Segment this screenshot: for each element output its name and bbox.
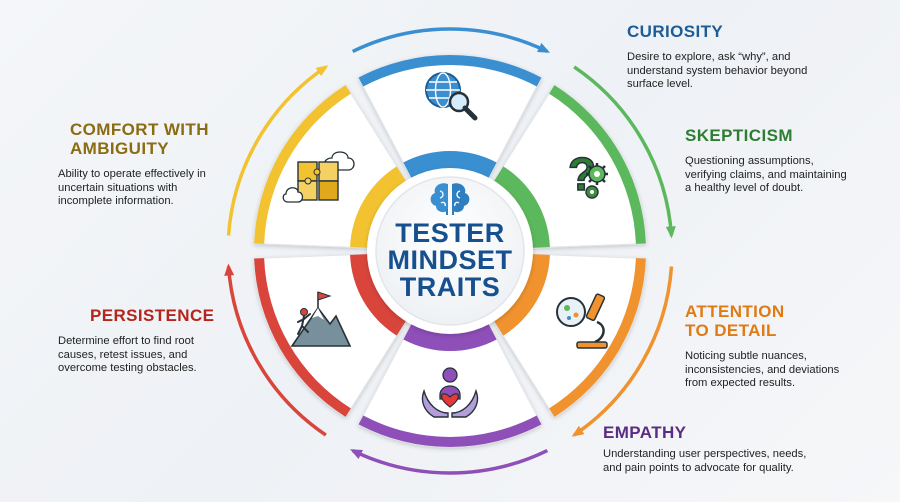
trait-skepticism: SKEPTICISM Questioning assumptions, veri…: [685, 126, 890, 196]
trait-title: EMPATHY: [603, 423, 893, 442]
center-title-line-3: TRAITS: [370, 274, 530, 301]
ring-arrowhead-persistence: [224, 263, 234, 275]
center-title: TESTER MINDSET TRAITS: [370, 220, 530, 301]
trait-empathy: EMPATHY Understanding user perspectives,…: [603, 423, 893, 475]
ring-arc-empathy: [353, 451, 548, 473]
trait-curiosity: CURIOSITY Desire to explore, ask “why”, …: [627, 22, 887, 92]
trait-description: Understanding user perspectives, needs, …: [603, 448, 893, 475]
trait-description: Questioning assumptions, verifying claim…: [685, 155, 890, 196]
trait-description: Desire to explore, ask “why”, and unders…: [627, 51, 887, 92]
center-title-line-2: MINDSET: [370, 247, 530, 274]
trait-title: PERSISTENCE: [90, 306, 258, 325]
ring-arc-curiosity: [353, 29, 548, 51]
trait-title: SKEPTICISM: [685, 126, 890, 145]
ring-arrowhead-skepticism: [666, 226, 676, 238]
trait-description: Determine effort to find root causes, re…: [58, 335, 258, 376]
trait-description: Ability to operate effectively in uncert…: [58, 168, 258, 209]
trait-description: Noticing subtle nuances, inconsistencies…: [685, 350, 890, 391]
center-title-line-1: TESTER: [370, 220, 530, 247]
trait-persistence: PERSISTENCE Determine effort to find roo…: [58, 306, 258, 376]
trait-title: CURIOSITY: [627, 22, 887, 41]
